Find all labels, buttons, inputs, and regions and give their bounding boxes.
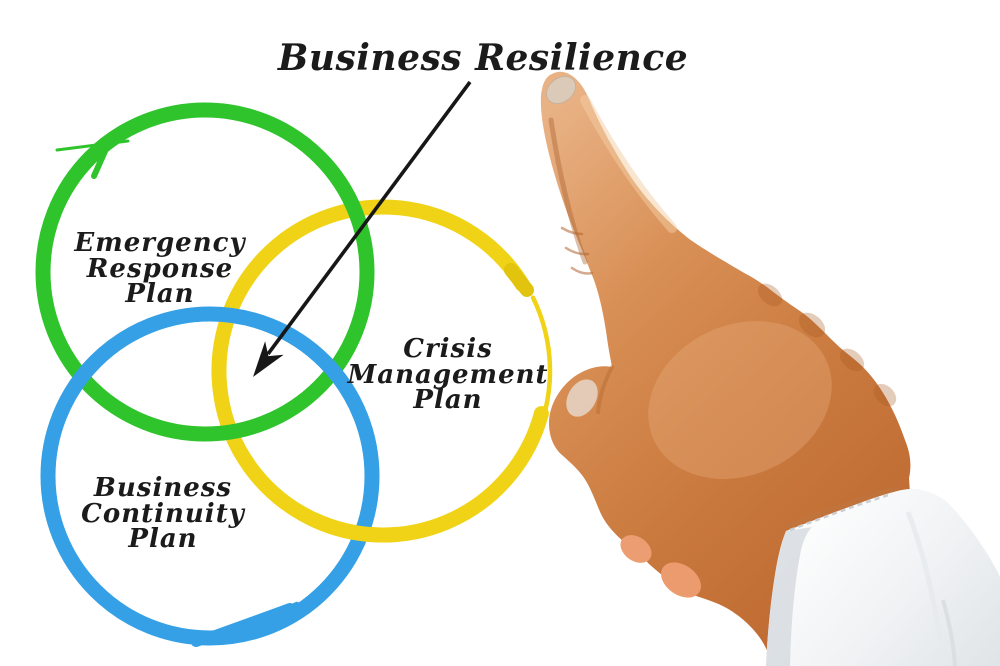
label-line: Plan: [413, 384, 483, 415]
wrist-shadow-above-cuff: [785, 486, 899, 529]
label-line: Business: [93, 472, 233, 503]
knuckle-shadows: [757, 283, 897, 407]
crisis-circle-over-segment: [306, 512, 405, 543]
pointing-hand: [540, 71, 1000, 666]
finger-highlight: [580, 95, 677, 233]
continuity-circle-tail-tip: [240, 601, 300, 630]
shirt-cuff: [766, 486, 1000, 666]
label-crisis-management-plan: Crisis Management Plan: [347, 333, 549, 415]
cuff-cloth: [766, 488, 1000, 666]
label-line: Continuity: [81, 498, 245, 529]
label-line: Plan: [125, 278, 195, 309]
circle-business-continuity-plan: [40, 306, 380, 647]
thumb-crotch-shadow: [596, 365, 614, 414]
label-line: Emergency: [74, 227, 246, 258]
label-line: Response: [86, 253, 234, 284]
label-business-continuity-plan: Business Continuity Plan: [81, 472, 245, 554]
finger-shadow: [548, 117, 588, 265]
cuff-crease: [941, 599, 957, 666]
finger-wrinkles: [560, 226, 594, 275]
cuff-seam-stitching: [789, 492, 893, 532]
label-line: Plan: [128, 523, 198, 554]
cuff-crease: [905, 511, 943, 641]
hand-highlight: [648, 321, 832, 479]
pointer-arrow-head: [253, 341, 284, 377]
cuff-left-shadow: [766, 527, 812, 666]
emergency-circle-brush-flick: [91, 137, 121, 179]
pointer-arrow-shaft: [266, 80, 472, 356]
label-line: Crisis: [403, 333, 493, 364]
index-fingernail: [545, 75, 577, 105]
label-emergency-response-plan: Emergency Response Plan: [74, 227, 246, 309]
diagram-title: Business Resilience: [277, 37, 689, 79]
folded-fingertip: [661, 562, 701, 598]
pointer-arrow: [253, 80, 472, 377]
crisis-circle-brush-end: [504, 263, 534, 297]
label-line: Management: [347, 359, 549, 390]
crisis-circle-ring: [211, 199, 549, 543]
circle-emergency-response-plan: [35, 102, 375, 442]
thumb-nail: [566, 379, 598, 417]
crisis-circle-thin-stroke: [530, 295, 553, 423]
circle-crisis-management-plan: [211, 199, 553, 543]
folded-fingertip: [620, 535, 652, 563]
emergency-circle-ring: [35, 102, 375, 442]
